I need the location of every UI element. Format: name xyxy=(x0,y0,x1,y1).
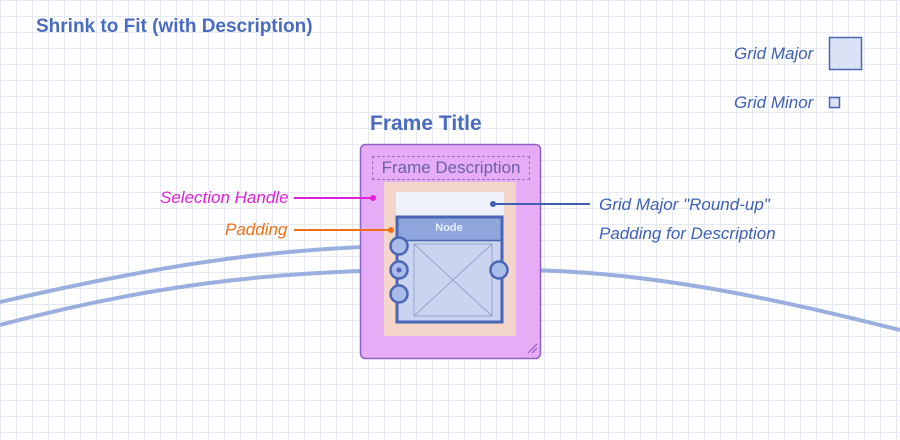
wire-output xyxy=(498,267,900,332)
padding-callout: Padding xyxy=(225,220,288,239)
node-header xyxy=(398,218,501,241)
wire-lower xyxy=(0,268,400,327)
input-port-1[interactable] xyxy=(389,236,409,256)
padding-leader xyxy=(294,227,394,233)
input-port-2-dot xyxy=(396,267,402,273)
frame-title[interactable]: Frame Title xyxy=(370,112,482,135)
roundup-callout-line2: Padding for Description xyxy=(599,224,776,243)
resize-grip-icon[interactable] xyxy=(527,343,538,354)
grid-major-swatch xyxy=(828,36,863,71)
legend-grid-major-label: Grid Major xyxy=(734,44,814,63)
selection-handle-leader xyxy=(294,195,376,201)
selection-handle-callout: Selection Handle xyxy=(160,188,289,207)
roundup-leader xyxy=(490,201,590,207)
input-port-3[interactable] xyxy=(389,284,409,304)
page-heading: Shrink to Fit (with Description) xyxy=(36,16,313,37)
wire-upper xyxy=(0,244,400,304)
roundup-callout-line1: Grid Major "Round-up" xyxy=(599,195,770,214)
image-placeholder-icon xyxy=(413,243,493,317)
roundup-padding-box xyxy=(396,192,504,216)
output-port[interactable] xyxy=(489,260,509,280)
grid-minor-swatch xyxy=(828,96,841,109)
node-title: Node xyxy=(435,222,463,234)
frame-description[interactable]: Frame Description xyxy=(372,156,530,180)
legend-grid-minor-label: Grid Minor xyxy=(734,93,814,112)
